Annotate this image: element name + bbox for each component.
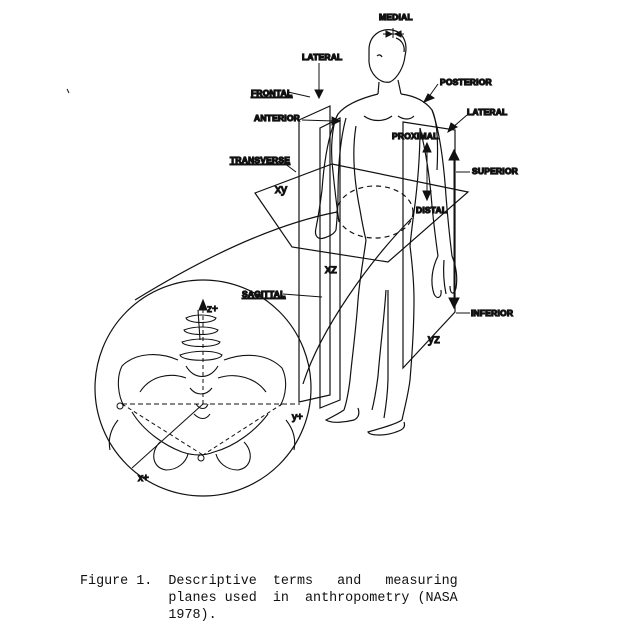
label-frontal: FRONTAL (251, 88, 292, 98)
label-sagittal: SAGITTAL (242, 289, 285, 299)
figure-caption: Figure 1. Descriptive terms and measurin… (80, 573, 600, 624)
caption-line-2: planes used in anthropometry (NASA (80, 591, 458, 606)
plane-label-xy: xy (275, 182, 287, 196)
label-anterior: ANTERIOR (254, 113, 300, 123)
inset-connector-upper (134, 211, 338, 301)
plane-label-yz: yz (428, 332, 440, 346)
stray-mark (66, 88, 70, 94)
transverse-plane (254, 163, 470, 263)
label-proximal: PROXIMAL (392, 131, 438, 141)
pelvis-inset-circle (94, 279, 312, 497)
caption-line-3: 1978). (80, 608, 217, 623)
plane-yz (402, 121, 456, 370)
label-distal: DISTAL (416, 205, 447, 215)
waist-ellipse (336, 185, 414, 239)
inset-connector-lower (302, 217, 413, 385)
label-medial: MEDIAL (379, 12, 413, 22)
label-lateral-left: LATERAL (302, 52, 342, 62)
label-inferior: INFERIOR (471, 308, 513, 318)
human-figure (314, 29, 458, 436)
label-transverse: TRANSVERSE (230, 155, 290, 165)
plane-label-xz: xz (325, 262, 337, 276)
label-posterior: POSTERIOR (440, 77, 492, 87)
label-lateral-right: LATERAL (467, 107, 507, 117)
caption-line-1: Figure 1. Descriptive terms and measurin… (80, 574, 458, 589)
anthropometry-diagram: MEDIAL LATERAL POSTERIOR FRONTAL LATERAL… (66, 11, 518, 497)
frontal-plane (298, 105, 331, 403)
pelvis-drawing (108, 309, 296, 471)
axis-label-z: z+ (207, 304, 218, 315)
leader-lines (282, 28, 470, 314)
axis-label-y: y+ (292, 412, 303, 423)
axis-label-x: x+ (138, 473, 149, 484)
label-superior: SUPERIOR (472, 166, 518, 176)
inset-axes (116, 298, 300, 469)
